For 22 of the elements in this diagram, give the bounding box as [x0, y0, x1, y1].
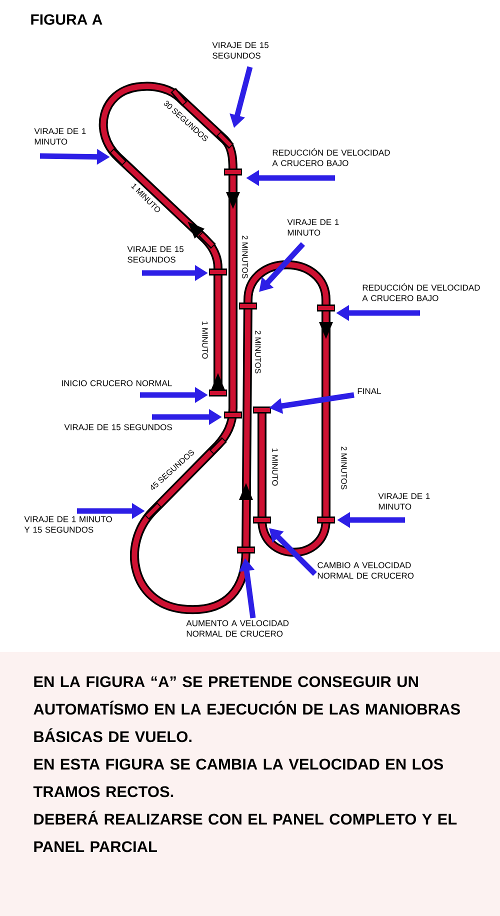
- callout-text: FINAL: [358, 388, 381, 394]
- callout-text: CAMBIO A VELOCIDAD NORMAL DE CRUCERO: [318, 562, 414, 579]
- segment-label: 1 MINUTO: [202, 322, 208, 359]
- segment-label: 2 MINUTOS: [242, 236, 248, 278]
- callout-text: REDUCCIÓN DE VELOCIDAD A CRUCERO BAJO: [362, 283, 480, 302]
- callout-text: VIRAJE DE 15 SEGUNDOS: [64, 424, 172, 430]
- callout-text: VIRAJE DE 1 MINUTO: [378, 493, 430, 510]
- callout-text: VIRAJE DE 1 MINUTO Y 15 SEGUNDOS: [24, 516, 112, 533]
- callout-text: REDUCCIÓN DE VELOCIDAD A CRUCERO BAJO: [272, 148, 390, 166]
- callout-text: AUMENTO A VELOCIDAD NORMAL DE CRUCERO: [186, 620, 289, 637]
- caption-text: EN LA FIGURA “A” SE PRETENDE CONSEGUIR UN AUTOMATÍSMO EN LA EJECUCIÓN DE LAS MANIOBRAS BÁSICAS DE VUELO.: [34, 676, 460, 742]
- segment-label: 2 MINUTOS: [255, 330, 261, 374]
- caption-text: EN ESTA FIGURA SE CAMBIA LA VELOCIDAD EN LOS TRAMOS RECTOS.: [33, 758, 444, 798]
- callout-text: VIRAJE DE 15 SEGUNDOS: [212, 42, 269, 59]
- callout-text: VIRAJE DE 1 MINUTO: [287, 219, 339, 236]
- segment-label: 1 MINUTO: [272, 448, 278, 486]
- figure-title: FIGURA A: [31, 14, 102, 25]
- callout-text: INICIO CRUCERO NORMAL: [62, 380, 172, 386]
- caption-text: DEBERÁ REALIZARSE CON EL PANEL COMPLETO Y EL PANEL PARCIAL: [34, 810, 457, 852]
- callout-text: VIRAJE DE 1 MINUTO: [34, 128, 86, 145]
- callout-text: VIRAJE DE 15 SEGUNDOS: [127, 246, 184, 263]
- segment-label: 2 MINUTOS: [341, 446, 347, 490]
